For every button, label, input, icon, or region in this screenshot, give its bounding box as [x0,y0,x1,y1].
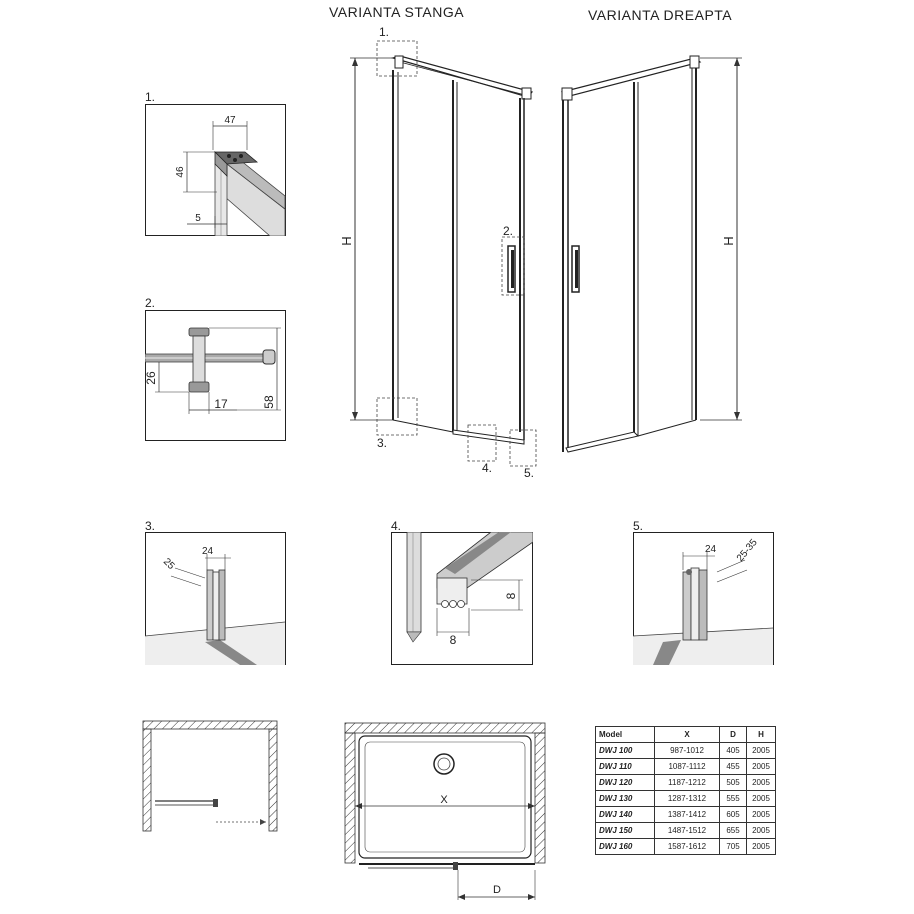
callout-2: 2. [503,224,514,238]
plan-x-label: X [440,794,448,806]
table-cell-h: 2005 [746,774,776,791]
dimensions-table: Model X D H DWJ 100 987-1012 405 2005 DW… [595,726,776,855]
detail-1-dim-46: 46 [175,166,186,178]
right-variant-door-drawing: H [560,55,742,453]
detail-1-label: 1. [145,90,156,104]
left-variant-door-drawing: H [340,40,537,467]
table-row: DWJ 110 1087-1112 455 2005 [595,758,776,775]
title-right-variant: VARIANTA DREAPTA [588,7,733,23]
table-cell-h: 2005 [746,742,776,759]
table-cell-h: 2005 [746,838,776,855]
dimensions-table-container: Model X D H DWJ 100 987-1012 405 2005 DW… [595,726,776,855]
table-cell-x: 1287-1312 [654,790,720,807]
callout-4: 4. [482,461,493,475]
table-cell-d: 705 [719,838,747,855]
table-cell-d: 655 [719,822,747,839]
table-cell-x: 987-1012 [654,742,720,759]
height-label-left: H [340,236,354,245]
callout-3: 3. [377,436,388,450]
detail-1-dim-47: 47 [224,115,236,126]
table-cell-x: 1087-1112 [654,758,720,775]
detail-3-bottom-profile: 24 25 [145,532,286,665]
detail-5-dim-24: 24 [705,544,717,555]
table-cell-h: 2005 [746,758,776,775]
table-cell-d: 505 [719,774,747,791]
table-row: DWJ 120 1187-1212 505 2005 [595,774,776,791]
detail-3-dim-24: 24 [202,546,214,557]
table-cell-model: DWJ 130 [595,790,655,807]
table-cell-model: DWJ 150 [595,822,655,839]
table-row: DWJ 100 987-1012 405 2005 [595,742,776,759]
detail-1-dim-5: 5 [195,213,201,224]
table-header-h: H [746,726,776,743]
table-row: DWJ 160 1587-1612 705 2005 [595,838,776,855]
detail-2-dim-26: 26 [145,371,158,385]
detail-2-label: 2. [145,296,156,310]
table-cell-model: DWJ 110 [595,758,655,775]
detail-2-dim-17: 17 [214,397,228,411]
title-left-variant: VARIANTA STANGA [329,4,465,20]
detail-4-seal-profile: 8 8 [391,532,533,665]
table-header-model: Model [595,726,655,743]
table-cell-d: 455 [719,758,747,775]
table-cell-h: 2005 [746,822,776,839]
table-cell-d: 605 [719,806,747,823]
detail-4-label: 4. [391,519,402,533]
detail-5-label: 5. [633,519,644,533]
table-cell-h: 2005 [746,806,776,823]
table-cell-d: 555 [719,790,747,807]
detail-2-dim-58: 58 [262,395,276,409]
table-cell-h: 2005 [746,790,776,807]
table-row: DWJ 130 1287-1312 555 2005 [595,790,776,807]
table-cell-x: 1187-1212 [654,774,720,791]
table-cell-model: DWJ 140 [595,806,655,823]
table-cell-model: DWJ 160 [595,838,655,855]
detail-5-wall-profile: 24 25-35 [633,532,774,665]
table-cell-x: 1387-1412 [654,806,720,823]
table-cell-model: DWJ 120 [595,774,655,791]
table-cell-x: 1487-1512 [654,822,720,839]
table-row: DWJ 140 1387-1412 605 2005 [595,806,776,823]
detail-1-corner-bracket: 47 46 5 [145,104,286,236]
opening-plan-sketch [142,720,278,832]
detail-3-label: 3. [145,519,156,533]
detail-4-dim-8-height: 8 [504,592,518,599]
table-cell-model: DWJ 100 [595,742,655,759]
table-header-x: X [654,726,720,743]
shower-tray-plan-view: X D [344,722,546,900]
callout-1: 1. [379,25,390,39]
table-cell-x: 1587-1612 [654,838,720,855]
table-header-row: Model X D H [595,726,776,743]
plan-d-label: D [493,884,501,896]
detail-2-handle: 26 17 58 [145,310,286,441]
table-cell-d: 405 [719,742,747,759]
table-header-d: D [719,726,747,743]
callout-5: 5. [524,466,535,480]
height-label-right: H [721,236,736,245]
table-row: DWJ 150 1487-1512 655 2005 [595,822,776,839]
detail-4-dim-8-width: 8 [450,633,457,647]
